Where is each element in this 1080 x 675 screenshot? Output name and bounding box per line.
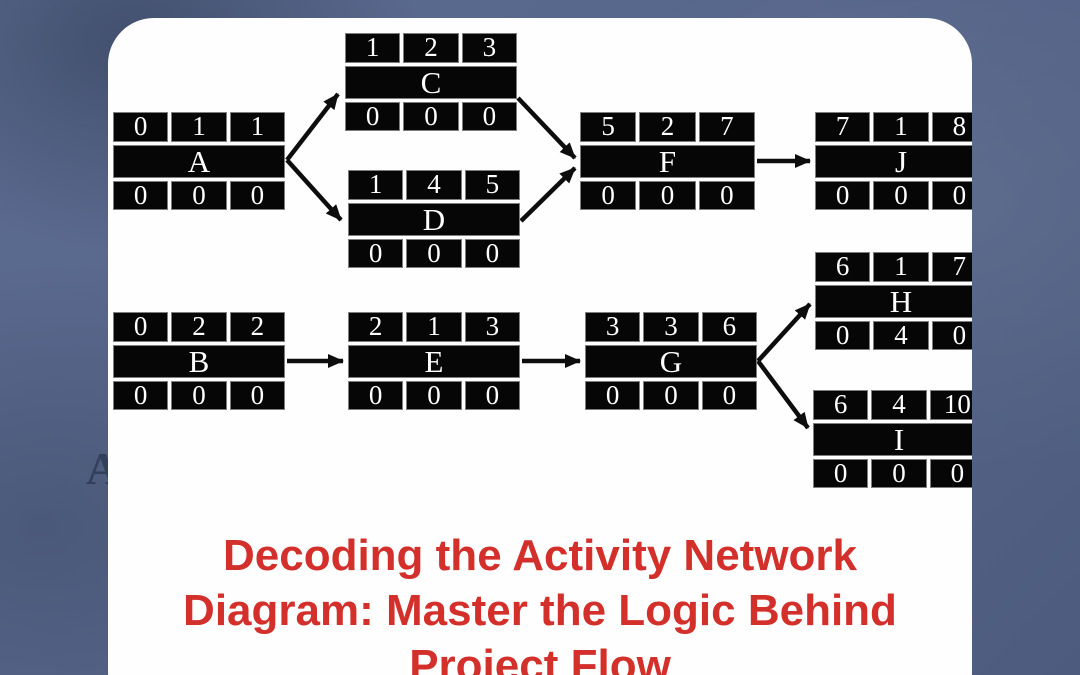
node-J-top-cell-2: 8 bbox=[931, 112, 972, 142]
node-F-top-cell-0: 5 bbox=[580, 112, 637, 142]
node-I-bottom-cell-1: 0 bbox=[871, 458, 927, 488]
node-H-label: H bbox=[815, 284, 972, 318]
node-D-top-cell-1: 4 bbox=[406, 170, 462, 200]
node-B-bottom-cell-2: 0 bbox=[229, 380, 285, 410]
node-E-label: E bbox=[348, 344, 520, 378]
node-J-top-cell-0: 7 bbox=[815, 112, 871, 142]
node-A-bottom-cell-0: 0 bbox=[113, 180, 169, 210]
node-J-label: J bbox=[815, 144, 972, 178]
dependency-arrows bbox=[285, 92, 812, 430]
node-A-top-cell-0: 0 bbox=[113, 112, 169, 142]
node-I-top-cell-2: 10 bbox=[929, 390, 972, 420]
node-J-top-cell-1: 1 bbox=[873, 112, 929, 142]
node-E-bottom-cell-1: 0 bbox=[406, 380, 462, 410]
node-C-bottom-cell-0: 0 bbox=[345, 101, 401, 131]
node-D-top-cell-2: 5 bbox=[464, 170, 520, 200]
node-C-label: C bbox=[345, 65, 517, 99]
node-A-bottom-cell-2: 0 bbox=[229, 180, 285, 210]
node-I-top-cell-1: 4 bbox=[871, 390, 927, 420]
arrow-G-to-I bbox=[756, 359, 810, 430]
node-B-top-cell-1: 2 bbox=[171, 312, 227, 342]
node-E-bottom-cell-0: 0 bbox=[348, 380, 404, 410]
node-D-label: D bbox=[348, 202, 520, 236]
arrow-G-to-H bbox=[756, 302, 812, 363]
node-A-bottom-cell-1: 0 bbox=[171, 180, 227, 210]
node-B-top-cell-2: 2 bbox=[229, 312, 285, 342]
node-I-bottom-cell-0: 0 bbox=[813, 458, 869, 488]
arrow-A-to-D bbox=[285, 158, 343, 222]
node-E-top-cell-0: 2 bbox=[348, 312, 404, 342]
node-I-top-cell-0: 6 bbox=[813, 390, 869, 420]
node-F-bottom-cell-2: 0 bbox=[698, 180, 755, 210]
node-E-bottom-cell-2: 0 bbox=[464, 380, 520, 410]
node-C-top-cell-1: 2 bbox=[403, 33, 459, 63]
node-E-top-cell-2: 3 bbox=[464, 312, 520, 342]
node-C-top-cell-2: 3 bbox=[461, 33, 517, 63]
node-G-top-cell-2: 6 bbox=[701, 312, 757, 342]
node-F-bottom-cell-0: 0 bbox=[580, 180, 637, 210]
node-F-top-cell-2: 7 bbox=[698, 112, 755, 142]
caption-line-1: Decoding the Activity Network bbox=[222, 531, 858, 580]
node-H-top-cell-1: 1 bbox=[873, 252, 929, 282]
node-H-bottom-cell-1: 4 bbox=[873, 320, 929, 350]
node-G-top-cell-0: 3 bbox=[585, 312, 641, 342]
node-C-top-cell-0: 1 bbox=[345, 33, 401, 63]
node-G-bottom-cell-0: 0 bbox=[585, 380, 641, 410]
node-A-label: A bbox=[113, 144, 285, 178]
caption-line-3: Project Flow bbox=[409, 641, 671, 675]
node-G-top-cell-1: 3 bbox=[643, 312, 699, 342]
node-I-label: I bbox=[813, 422, 972, 456]
node-D-bottom-cell-1: 0 bbox=[406, 238, 462, 268]
node-A-top-cell-1: 1 bbox=[171, 112, 227, 142]
node-B-bottom-cell-0: 0 bbox=[113, 380, 169, 410]
node-B-bottom-cell-1: 0 bbox=[171, 380, 227, 410]
node-H-top-cell-0: 6 bbox=[815, 252, 871, 282]
node-J-bottom-cell-0: 0 bbox=[815, 180, 871, 210]
node-C-bottom-cell-1: 0 bbox=[403, 101, 459, 131]
node-F-label: F bbox=[580, 144, 755, 178]
node-H-bottom-cell-0: 0 bbox=[815, 320, 871, 350]
node-D-top-cell-0: 1 bbox=[348, 170, 404, 200]
node-B-label: B bbox=[113, 344, 285, 378]
node-B-top-cell-0: 0 bbox=[113, 312, 169, 342]
node-C-bottom-cell-2: 0 bbox=[461, 101, 517, 131]
node-G-bottom-cell-1: 0 bbox=[643, 380, 699, 410]
node-J-bottom-cell-1: 0 bbox=[873, 180, 929, 210]
node-D-bottom-cell-2: 0 bbox=[464, 238, 520, 268]
node-E-top-cell-1: 1 bbox=[406, 312, 462, 342]
node-H-bottom-cell-2: 0 bbox=[931, 320, 972, 350]
node-F-top-cell-1: 2 bbox=[639, 112, 696, 142]
node-J-bottom-cell-2: 0 bbox=[931, 180, 972, 210]
caption-line-2: Diagram: Master the Logic Behind bbox=[183, 586, 897, 635]
arrow-C-to-F bbox=[516, 96, 577, 160]
node-G-bottom-cell-2: 0 bbox=[701, 380, 757, 410]
node-H-top-cell-2: 7 bbox=[931, 252, 972, 282]
node-I-bottom-cell-2: 0 bbox=[929, 458, 972, 488]
node-A-top-cell-2: 1 bbox=[229, 112, 285, 142]
arrow-D-to-F bbox=[519, 166, 577, 223]
arrow-A-to-C bbox=[285, 92, 340, 162]
node-F-bottom-cell-1: 0 bbox=[639, 180, 696, 210]
node-G-label: G bbox=[585, 344, 757, 378]
node-D-bottom-cell-0: 0 bbox=[348, 238, 404, 268]
